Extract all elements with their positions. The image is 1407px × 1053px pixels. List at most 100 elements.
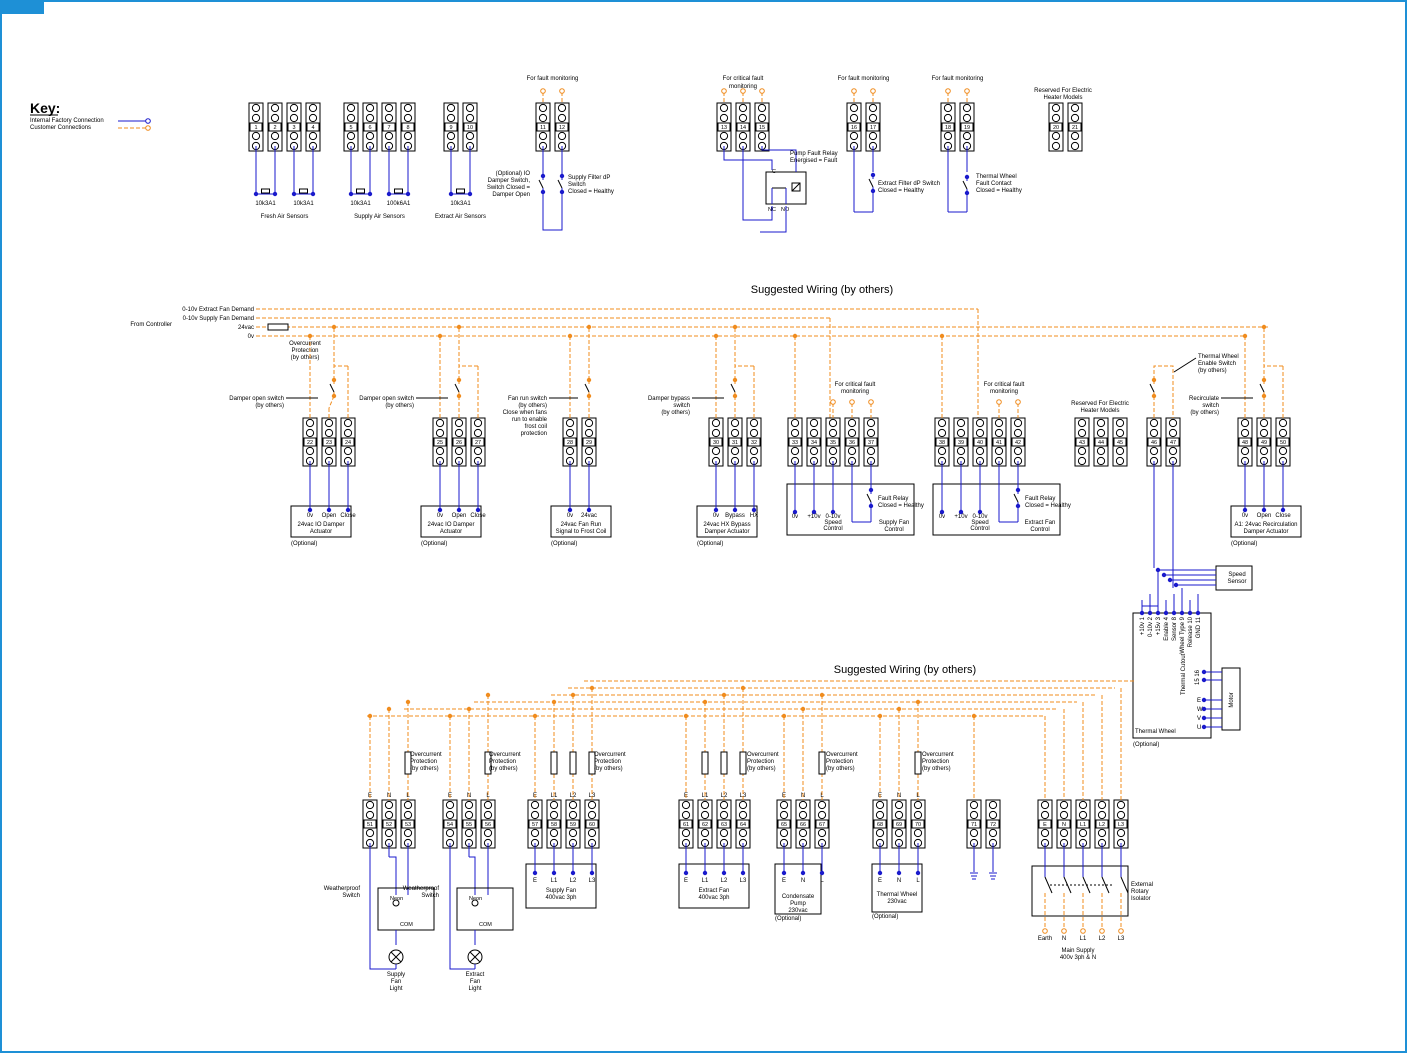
terminal-screw-icon: [1070, 141, 1080, 151]
junction-dot: [456, 324, 462, 330]
terminal-screw-icon: [384, 131, 394, 141]
terminal-screw-icon: [681, 828, 691, 838]
terminal-screw-icon: [866, 418, 876, 428]
light-label: Light: [468, 986, 481, 992]
terminal-screw-icon: [779, 828, 789, 838]
thermal-wheel-pin: GND 11: [1196, 616, 1202, 638]
terminal-screw-icon: [1168, 446, 1178, 456]
critical-note: monitoring: [841, 389, 869, 395]
terminal-id: 37: [868, 440, 874, 446]
terminal-screw-icon: [403, 800, 413, 810]
terminal-id: 1: [254, 125, 257, 131]
terminal-screw-icon: [584, 446, 594, 456]
isolator-label: Isolator: [1131, 896, 1151, 902]
speed-sensor-label: Speed: [1228, 572, 1245, 578]
thermal-fault-note: Closed = Healthy: [976, 188, 1022, 194]
junction-dot: [1155, 610, 1161, 616]
device-name: 24vac HX Bypass: [703, 522, 750, 528]
fuse-icon: [720, 751, 728, 775]
terminal-screw-icon: [719, 800, 729, 810]
terminal-number: [698, 819, 712, 829]
terminal-screw-icon: [587, 810, 597, 820]
terminal-number: [788, 437, 802, 447]
pump-relay-note: Energised = Fault: [790, 158, 838, 164]
terminal-id: 47: [1170, 440, 1176, 446]
wire: [389, 856, 397, 895]
monitoring-note: For fault monitoring: [838, 76, 890, 82]
terminal-screw-icon: [1077, 446, 1087, 456]
terminal-number: [736, 819, 750, 829]
terminal-number: [322, 437, 336, 447]
junction-dot: [386, 706, 392, 712]
terminal-screw-icon: [943, 113, 953, 123]
terminal-number: [433, 437, 447, 447]
device-name: Damper Actuator: [1243, 529, 1288, 535]
terminal-screw-icon: [894, 828, 904, 838]
terminal-screw-icon: [994, 446, 1004, 456]
terminal-screw-icon: [568, 800, 578, 810]
junction-dot: [958, 509, 964, 515]
terminal-screw-icon: [828, 446, 838, 456]
damper-switch-note: Damper open switch: [229, 396, 284, 402]
terminal-screw-icon: [809, 446, 819, 456]
terminal-screw-icon: [538, 103, 548, 113]
critical-note: For critical fault: [984, 382, 1025, 388]
thermal-wheel-pin: 0-10v 2: [1148, 616, 1154, 637]
com-label: COM: [400, 922, 413, 928]
thermal-wheel-pin: Sensor 8: [1172, 616, 1178, 641]
filter-switch-note: Closed = Healthy: [568, 189, 614, 195]
speed-sensor-label: Sensor: [1227, 579, 1246, 585]
terminal-number: [709, 437, 723, 447]
junction-dot: [971, 713, 977, 719]
terminal-screw-icon: [1059, 810, 1069, 820]
device-pin-label: Close: [340, 513, 356, 519]
terminal-screw-icon: [749, 446, 759, 456]
terminal-screw-icon: [384, 810, 394, 820]
terminal-screw-icon: [700, 828, 710, 838]
junction-dot: [551, 699, 557, 705]
wire: [449, 952, 475, 970]
terminal-number: [747, 437, 761, 447]
junction-dot: [683, 870, 689, 876]
terminal-number: [892, 819, 906, 829]
terminal-screw-icon: [943, 131, 953, 141]
fuse-icon: [818, 751, 826, 775]
junction-dot: [532, 713, 538, 719]
terminal-id: 72: [990, 822, 996, 828]
power-device-name: Condensate: [782, 894, 815, 900]
terminal-screw-icon: [849, 103, 859, 113]
junction-dot: [437, 507, 443, 513]
power-pin-label: L: [820, 878, 824, 884]
terminal-screw-icon: [956, 418, 966, 428]
terminal-number: [679, 819, 693, 829]
terminal-screw-icon: [894, 800, 904, 810]
terminal-number: [866, 122, 880, 132]
terminal-screw-icon: [454, 418, 464, 428]
junction-dot: [348, 191, 354, 197]
terminal-block: [1067, 102, 1083, 152]
bus-label: 0-10v Supply Fan Demand: [183, 316, 254, 322]
thermistor-icon: [456, 188, 465, 194]
fan-run-note: Close when fans: [503, 410, 547, 416]
terminal-screw-icon: [847, 428, 857, 438]
terminal-screw-icon: [700, 810, 710, 820]
terminal-number: [1057, 819, 1071, 829]
terminal-screw-icon: [956, 428, 966, 438]
terminal-screw-icon: [1149, 428, 1159, 438]
terminal-screw-icon: [1149, 446, 1159, 456]
terminal-screw-icon: [962, 131, 972, 141]
junction-dot: [405, 191, 411, 197]
terminal-screw-icon: [790, 446, 800, 456]
device-pin-label: 0v: [437, 513, 443, 519]
customer-terminal-icon: [721, 88, 727, 94]
terminal-screw-icon: [384, 800, 394, 810]
terminal-screw-icon: [1051, 141, 1061, 151]
fuse-icon: [569, 751, 577, 775]
terminal-id: 66: [800, 822, 806, 828]
terminal-screw-icon: [757, 113, 767, 123]
terminal-number: [363, 122, 377, 132]
overcurrent-note: Protection: [291, 348, 318, 354]
terminal-screw-icon: [1078, 800, 1088, 810]
terminal-id: 6: [368, 125, 371, 131]
